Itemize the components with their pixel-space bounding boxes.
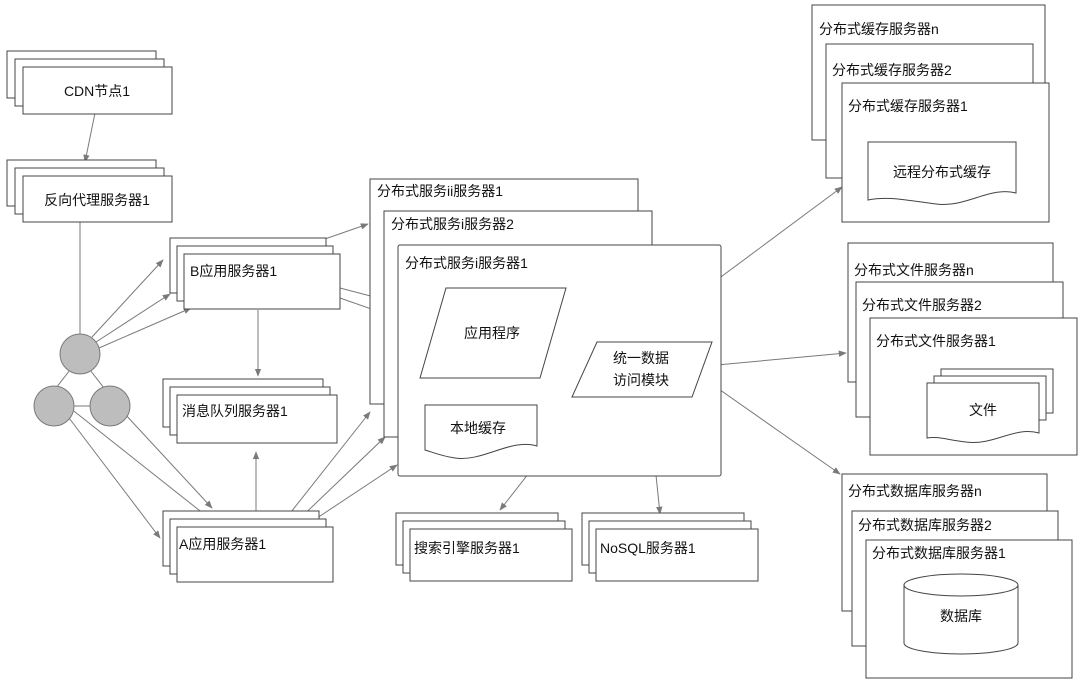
file-server-stack: 分布式文件服务器n 分布式文件服务器2 分布式文件服务器1 文件 xyxy=(847,242,1078,456)
remote-cache-label: 远程分布式缓存 xyxy=(893,164,991,180)
edge-lb-to-b2 xyxy=(95,293,171,343)
file-doc-front xyxy=(926,382,1040,444)
database-label: 数据库 xyxy=(940,608,982,624)
cache-n-label: 分布式缓存服务器n xyxy=(819,21,939,37)
remote-cache-node xyxy=(867,141,1017,205)
local-cache-label: 本地缓存 xyxy=(450,420,506,436)
nosql-server-label: NoSQL服务器1 xyxy=(600,540,696,556)
cdn-node-stack: CDN节点1 xyxy=(6,50,173,115)
edge-lb-to-a1 xyxy=(65,413,161,539)
edge-cdn-to-proxy xyxy=(83,112,96,163)
db-1-label: 分布式数据库服务器1 xyxy=(872,545,1006,561)
file-label: 文件 xyxy=(969,402,997,418)
search-server-stack: 搜索引擎服务器1 xyxy=(395,512,573,582)
db-server-stack: 分布式数据库服务器n 分布式数据库服务器2 分布式数据库服务器1 数据库 xyxy=(841,473,1073,679)
data-access-label-line2: 访问模块 xyxy=(613,372,669,388)
edge-lb-top-right xyxy=(89,369,105,389)
edge-lb-top-left xyxy=(55,369,71,389)
local-cache-node: 本地缓存 xyxy=(424,404,538,459)
lb-node-top xyxy=(59,333,101,375)
edge-lb-to-b1 xyxy=(91,259,164,338)
edge-b-to-svc-ii xyxy=(321,223,369,241)
database-cylinder-top xyxy=(903,573,1019,597)
b-app-server-stack: B应用服务器1 xyxy=(169,237,341,310)
load-balancer-nodes xyxy=(33,333,131,427)
cdn-node-label: CDN节点1 xyxy=(64,83,130,99)
database-cylinder xyxy=(903,585,1019,655)
data-access-node: 统一数据 访问模块 xyxy=(571,341,713,398)
search-server-label: 搜索引擎服务器1 xyxy=(414,540,520,556)
data-access-label-line1: 统一数据 xyxy=(613,350,669,366)
edge-lb-to-b3 xyxy=(98,307,192,349)
mq-server-stack: 消息队列服务器1 xyxy=(162,378,338,444)
cache-2-label: 分布式缓存服务器2 xyxy=(832,62,952,78)
edge-lb-to-a3 xyxy=(123,412,213,509)
file-n-label: 分布式文件服务器n xyxy=(854,262,974,278)
app-program-label: 应用程序 xyxy=(464,325,520,341)
svc-i1-label: 分布式服务i服务器1 xyxy=(405,255,528,271)
svc-i2-label: 分布式服务i服务器2 xyxy=(391,216,514,232)
cache-1-label: 分布式缓存服务器1 xyxy=(848,98,968,114)
edge-lb-to-a2 xyxy=(69,407,215,523)
file-2-label: 分布式文件服务器2 xyxy=(862,297,982,313)
reverse-proxy-stack: 反向代理服务器1 xyxy=(6,159,173,223)
b-app-server-label: B应用服务器1 xyxy=(190,263,277,279)
lb-node-left xyxy=(33,385,75,427)
edge-a-to-svc-i1 xyxy=(304,464,398,527)
a-app-server-stack: A应用服务器1 xyxy=(162,510,334,583)
lb-node-right xyxy=(89,385,131,427)
db-2-label: 分布式数据库服务器2 xyxy=(858,517,992,533)
edge-data-to-db xyxy=(702,377,841,475)
cache-server-stack: 分布式缓存服务器n 分布式缓存服务器2 分布式缓存服务器1 远程分布式缓存 xyxy=(811,4,1050,223)
reverse-proxy-label: 反向代理服务器1 xyxy=(44,192,150,208)
db-n-label: 分布式数据库服务器n xyxy=(848,483,982,499)
svc-ii-label: 分布式服务ii服务器1 xyxy=(377,183,503,199)
app-program-node: 应用程序 xyxy=(419,287,567,379)
mq-server-label: 消息队列服务器1 xyxy=(182,403,288,419)
a-app-server-label: A应用服务器1 xyxy=(179,536,266,552)
edge-data-to-file xyxy=(705,350,847,367)
file-1-label: 分布式文件服务器1 xyxy=(876,333,996,349)
nosql-server-stack: NoSQL服务器1 xyxy=(581,512,759,582)
edge-a-to-svc-ii xyxy=(279,411,371,527)
